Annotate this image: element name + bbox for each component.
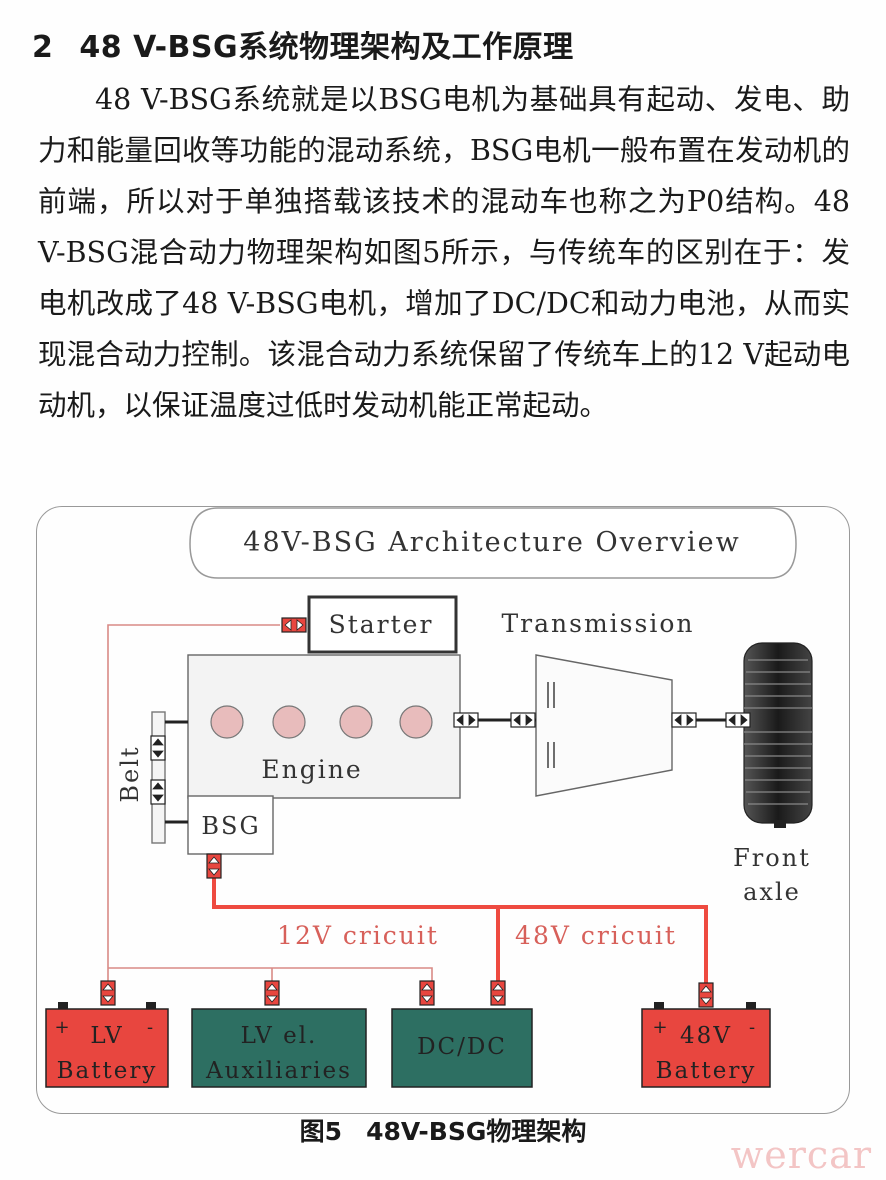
- watermark: wercar: [730, 1133, 872, 1177]
- connector-icon: [281, 617, 307, 633]
- connector-icon: [100, 980, 116, 1006]
- engine-cylinder: [339, 705, 373, 739]
- diagram-title-box: 48V-BSG Architecture Overview: [189, 507, 797, 579]
- lv-auxiliaries: LV el. Auxiliaries: [191, 1008, 367, 1088]
- connector-icon: [150, 735, 166, 761]
- dcdc-label: DC/DC: [417, 1034, 507, 1060]
- hv-battery-label-line1: 48V: [680, 1023, 732, 1049]
- transmission: Transmission: [502, 609, 695, 797]
- hv-battery-label-line2: Battery: [656, 1058, 757, 1084]
- figure-caption: 图5 48V-BSG物理架构: [0, 1112, 886, 1148]
- starter-block: Starter: [307, 595, 458, 654]
- connector-icon: [490, 980, 506, 1006]
- front-axle-label-line2: axle: [743, 878, 801, 906]
- figure-title: 48V-BSG物理架构: [366, 1117, 587, 1146]
- engine-cylinder: [399, 705, 433, 739]
- connector-icon: [264, 980, 280, 1006]
- belt: Belt: [116, 711, 188, 844]
- engine-cylinder: [272, 705, 306, 739]
- hv-battery-plus: +: [652, 1017, 667, 1038]
- section-heading: 2 48 V-BSG系统物理架构及工作原理: [32, 22, 574, 66]
- diagram-frame: [36, 506, 850, 1114]
- front-axle-wheel: Front axle: [733, 642, 813, 906]
- hv-battery-minus: -: [749, 1017, 755, 1038]
- body-paragraph: 48 V-BSG系统就是以BSG电机为基础具有起动、发电、助力和能量回收等功能的…: [38, 83, 850, 422]
- connector-icon: [510, 712, 536, 728]
- circuit-12v-label: 12V cricuit: [277, 921, 439, 950]
- belt-label: Belt: [116, 745, 144, 802]
- lv-battery-minus: -: [147, 1017, 153, 1038]
- diagram-title: 48V-BSG Architecture Overview: [243, 527, 740, 558]
- lv-aux-label-line1: LV el.: [241, 1023, 318, 1049]
- hv-battery: + - 48V Battery: [641, 1002, 771, 1088]
- lv-aux-label-line2: Auxiliaries: [205, 1058, 352, 1084]
- engine-block: Engine: [187, 654, 461, 799]
- connector-icon: [725, 712, 751, 728]
- front-axle-label-line1: Front: [733, 844, 811, 872]
- bsg-block: BSG: [187, 795, 274, 855]
- wires-48v: [212, 862, 708, 992]
- figure-label: 图5: [299, 1117, 343, 1146]
- dcdc-converter: DC/DC: [391, 1008, 533, 1088]
- circuit-48v-label: 48V cricuit: [515, 921, 677, 950]
- connector-icon: [419, 980, 435, 1006]
- starter-label: Starter: [329, 610, 434, 639]
- connector-icon: [150, 779, 166, 805]
- section-number: 2: [32, 30, 54, 65]
- connector-icon: [206, 853, 222, 879]
- bsg-label: BSG: [201, 812, 260, 840]
- lv-battery-plus: +: [54, 1017, 69, 1038]
- transmission-label: Transmission: [502, 609, 695, 638]
- section-title: 48 V-BSG系统物理架构及工作原理: [79, 30, 574, 65]
- connector-group: [100, 617, 751, 1008]
- lv-battery: + - LV Battery: [45, 1002, 169, 1088]
- engine-label: Engine: [261, 755, 362, 784]
- lv-battery-label-line2: Battery: [57, 1058, 158, 1084]
- engine-cylinder: [210, 705, 244, 739]
- lv-battery-label-line1: LV: [90, 1023, 123, 1049]
- connector-icon: [453, 712, 479, 728]
- connector-icon: [698, 982, 714, 1008]
- connector-icon: [671, 712, 697, 728]
